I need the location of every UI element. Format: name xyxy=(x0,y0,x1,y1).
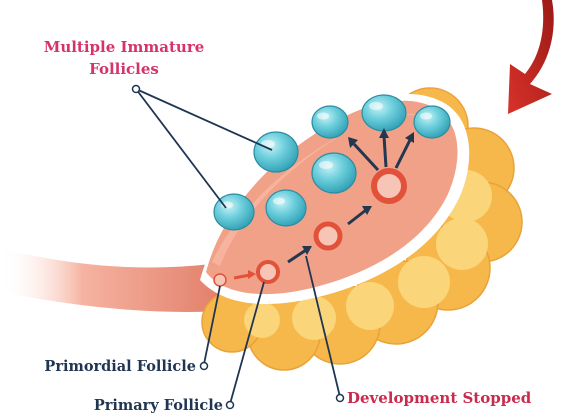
primary-follicle-label: Primary Follicle xyxy=(94,397,223,414)
immature-follicle xyxy=(266,190,306,226)
large-curved-arrow xyxy=(508,0,554,114)
immature-follicles-label-line1: Multiple Immature xyxy=(44,38,205,56)
immature-follicle xyxy=(312,153,356,193)
primary-follicle-ring xyxy=(258,262,278,282)
primordial-follicle-label: Primordial Follicle xyxy=(44,358,196,375)
immature-follicle xyxy=(414,106,450,138)
stopped-follicle-ring xyxy=(374,171,404,201)
development-stopped-label: Development Stopped xyxy=(347,389,532,407)
immature-follicle xyxy=(362,95,406,131)
immature-follicles-label-line2: Follicles xyxy=(89,60,159,78)
immature-follicle xyxy=(312,106,348,138)
immature-follicle xyxy=(254,132,298,172)
primordial-follicle-ring xyxy=(214,274,226,286)
secondary-follicle-ring xyxy=(316,224,340,248)
